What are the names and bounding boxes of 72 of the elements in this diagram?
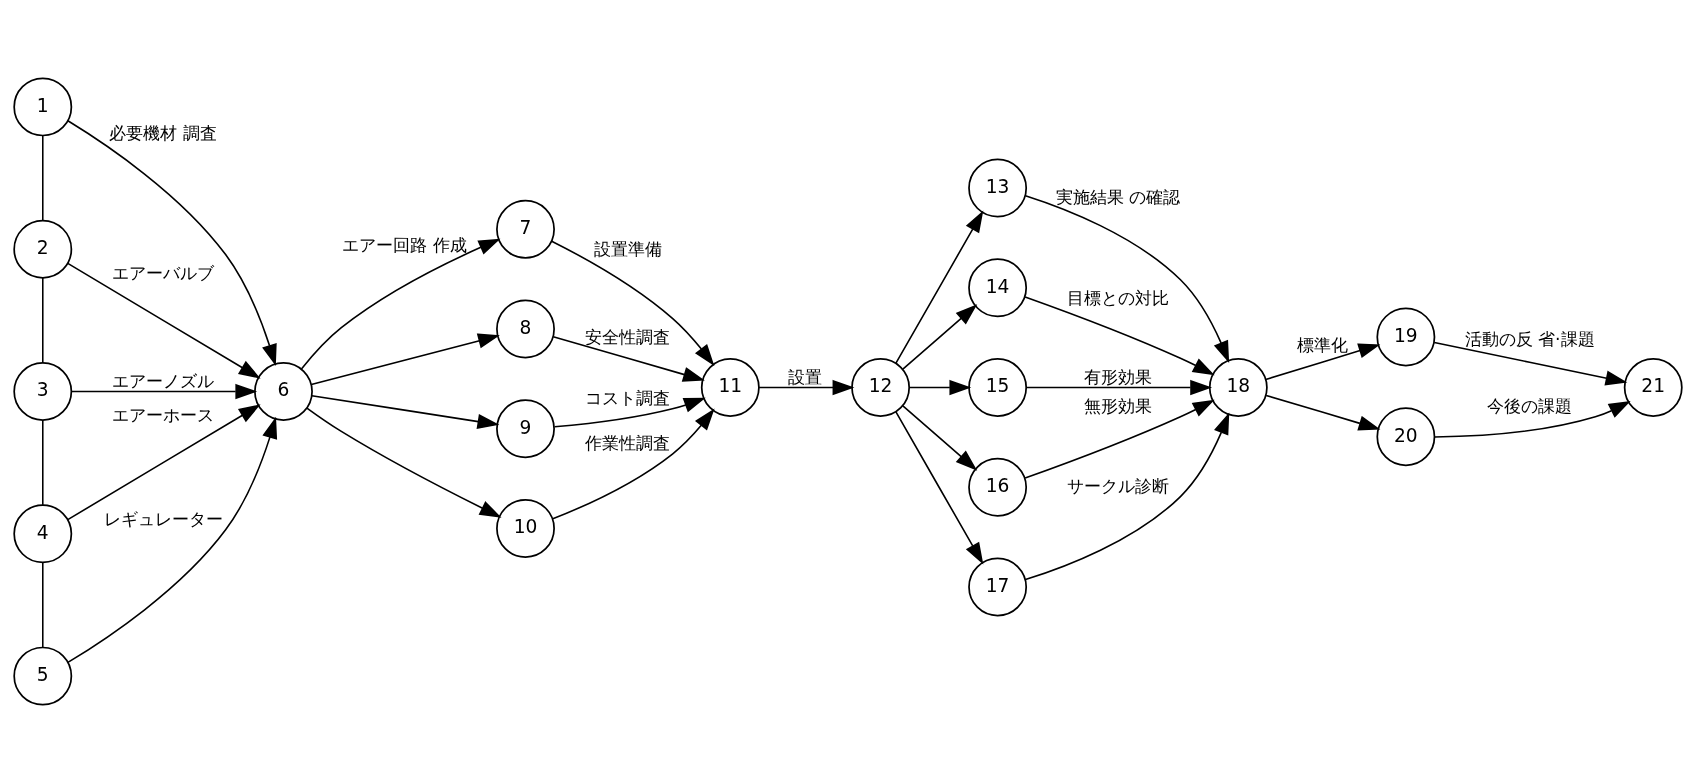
arrow xyxy=(1024,194,1230,363)
arrow xyxy=(1264,343,1381,380)
arrow xyxy=(552,408,715,520)
arrow xyxy=(1433,400,1631,438)
arrow xyxy=(895,210,984,364)
arrow xyxy=(895,410,984,564)
arrow xyxy=(67,262,261,379)
arrow xyxy=(1265,394,1381,431)
edge-label: 今後の課題 xyxy=(1487,395,1573,416)
edge-label: 設置準備 xyxy=(593,238,662,259)
arrow xyxy=(300,238,501,370)
edge-label: 有形効果 xyxy=(1083,366,1152,387)
edge-label: 必要機材 調査 xyxy=(109,122,217,143)
arrow xyxy=(1025,379,1213,395)
edge-label: エアーホース xyxy=(112,404,215,425)
node-circle: 2 xyxy=(13,219,73,279)
node-circle: 10 xyxy=(496,498,555,558)
arrow xyxy=(1433,341,1628,385)
node-circle: 20 xyxy=(1376,406,1436,466)
node-circle: 11 xyxy=(700,357,760,417)
node-circle: 12 xyxy=(851,357,911,417)
arrow xyxy=(908,379,972,395)
node-circle: 13 xyxy=(968,158,1028,217)
edge-label: エアーバルブ xyxy=(112,262,215,283)
edge-label: コスト調査 xyxy=(585,387,671,408)
edge-label: エアーノズル xyxy=(112,370,215,391)
node-circle: 3 xyxy=(13,361,73,421)
edge-label: 実施結果 の確認 xyxy=(1055,186,1181,207)
arrow xyxy=(310,332,500,385)
arrow xyxy=(70,383,258,399)
node-circle: 4 xyxy=(13,503,73,563)
arrow xyxy=(311,394,500,429)
arrow xyxy=(902,303,978,370)
arrow xyxy=(758,379,855,395)
connector xyxy=(41,419,44,506)
arrow xyxy=(67,119,277,366)
arrow xyxy=(1024,295,1215,375)
edge-label: 無形効果 xyxy=(1083,395,1152,416)
edge-label: レギュレーター xyxy=(103,508,223,529)
edge-label: サークル診断 xyxy=(1066,475,1169,496)
node-circle: 17 xyxy=(968,557,1028,616)
node-circle: 1 xyxy=(13,76,73,136)
node-circle: 8 xyxy=(496,299,555,358)
node-circle: 15 xyxy=(968,357,1028,417)
arrow xyxy=(67,403,261,520)
arrow xyxy=(306,406,502,518)
node-circle: 18 xyxy=(1208,357,1268,417)
arrow xyxy=(1024,411,1230,580)
node-circle: 14 xyxy=(968,257,1028,317)
arrow xyxy=(1024,399,1215,479)
node-circle: 9 xyxy=(496,398,555,458)
node-circle: 6 xyxy=(254,361,313,421)
edge-label: 作業性調査 xyxy=(585,432,671,453)
node-circle: 21 xyxy=(1623,357,1683,417)
node-circle: 7 xyxy=(496,199,555,259)
connector xyxy=(41,276,44,363)
arrow xyxy=(67,416,278,663)
edge-label: 安全性調査 xyxy=(585,326,671,347)
edge-label: エアー回路 作成 xyxy=(342,234,467,255)
connector xyxy=(41,134,44,221)
edge-label: 設置 xyxy=(788,366,823,387)
arrow xyxy=(550,239,715,366)
arrow xyxy=(553,397,706,428)
node-circle: 16 xyxy=(968,457,1028,517)
node-circle: 19 xyxy=(1376,307,1436,366)
edge-label: 目標との対比 xyxy=(1066,287,1169,308)
edge-label: 活動の反 省·課題 xyxy=(1464,328,1595,349)
arrow xyxy=(552,335,705,382)
arrow xyxy=(902,404,978,471)
connector xyxy=(41,561,44,648)
node-circle: 5 xyxy=(13,646,73,706)
edge-label: 標準化 xyxy=(1296,334,1348,355)
